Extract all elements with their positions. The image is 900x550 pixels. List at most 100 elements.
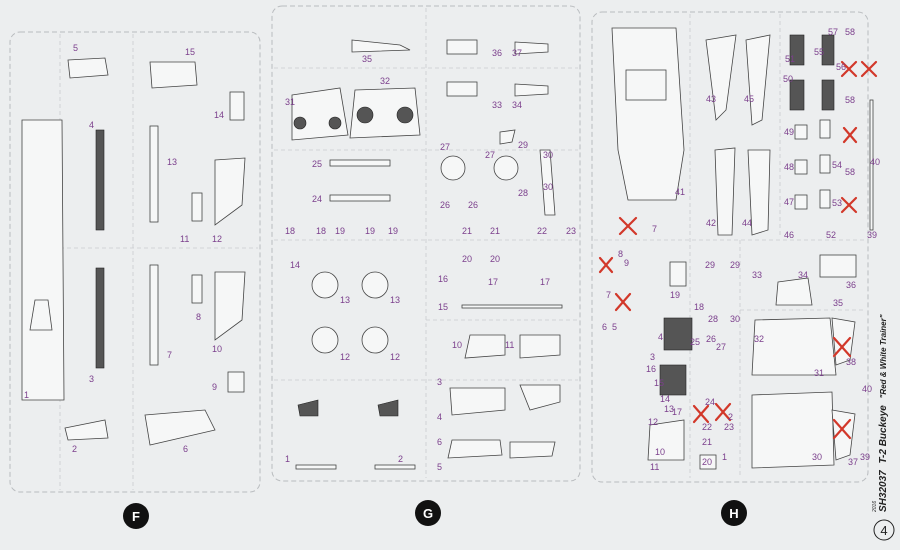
part-h31[interactable] — [751, 317, 837, 376]
part-f13[interactable] — [149, 125, 159, 223]
part-label: 20 — [462, 254, 472, 264]
part-h34[interactable] — [775, 277, 813, 306]
part-label: 11 — [180, 234, 189, 244]
part-f6[interactable] — [144, 409, 216, 446]
part-g12[interactable] — [311, 326, 339, 354]
landing-gear-part[interactable] — [297, 399, 319, 417]
part-g27b[interactable] — [493, 155, 519, 181]
part-f2[interactable] — [64, 419, 109, 441]
part-h49[interactable] — [794, 124, 808, 140]
part-h47[interactable] — [794, 194, 808, 210]
part-label: 20 — [702, 457, 712, 467]
part-h20[interactable] — [699, 454, 717, 470]
landing-gear-part[interactable] — [377, 399, 399, 417]
sprue-f-frame — [9, 31, 261, 493]
part-label: 46 — [784, 230, 794, 240]
part-g35[interactable] — [351, 39, 411, 53]
part-label: 35 — [833, 298, 843, 308]
part-label: 9 — [212, 382, 217, 392]
model-name: T-2 Buckeye — [878, 405, 889, 464]
part-g34[interactable] — [514, 83, 549, 97]
part-label: 19 — [388, 226, 398, 236]
part-label: 21 — [702, 437, 712, 447]
part-label: 30 — [543, 150, 553, 160]
part-h41[interactable] — [611, 27, 685, 201]
part-h19[interactable] — [669, 261, 687, 287]
part-g6[interactable] — [447, 439, 503, 459]
part-g12b[interactable] — [361, 326, 389, 354]
part-h43[interactable] — [705, 34, 737, 121]
part-f14[interactable] — [229, 91, 245, 121]
part-g32[interactable] — [349, 87, 421, 139]
part-g25[interactable] — [329, 159, 391, 167]
part-g30[interactable] — [539, 149, 556, 216]
part-f7[interactable] — [149, 264, 159, 366]
part-label: 22 — [702, 422, 712, 432]
part-g1[interactable] — [295, 464, 337, 470]
part-h51[interactable] — [789, 34, 805, 66]
part-label: 45 — [744, 94, 754, 104]
part-h36[interactable] — [819, 254, 857, 278]
part-g11[interactable] — [519, 334, 561, 359]
part-h30[interactable] — [751, 391, 835, 469]
part-g31[interactable] — [291, 87, 349, 141]
part-g13b[interactable] — [361, 271, 389, 299]
part-label: 1 — [722, 452, 727, 462]
part-h42[interactable] — [714, 147, 736, 236]
instrument-panel[interactable] — [663, 317, 693, 351]
part-g33[interactable] — [446, 81, 478, 97]
part-h52[interactable] — [819, 189, 831, 209]
part-h48[interactable] — [794, 159, 808, 175]
sprue-h-frame — [591, 11, 869, 483]
part-g37[interactable] — [514, 41, 549, 55]
part-f5[interactable] — [67, 57, 109, 79]
part-f10[interactable] — [214, 271, 246, 341]
part-h53[interactable] — [819, 119, 831, 139]
part-f3[interactable] — [95, 267, 105, 369]
part-label: 28 — [518, 188, 528, 198]
part-g16[interactable] — [461, 304, 563, 309]
part-f1[interactable] — [21, 119, 65, 401]
part-h54[interactable] — [819, 154, 831, 174]
wheel-icon — [396, 106, 414, 124]
part-g29[interactable] — [499, 129, 516, 145]
part-h50[interactable] — [789, 79, 805, 111]
part-h37[interactable] — [831, 409, 856, 461]
part-g10[interactable] — [464, 334, 506, 359]
part-label: 26 — [440, 200, 450, 210]
part-h44[interactable] — [747, 149, 771, 236]
instrument-panel[interactable] — [659, 364, 687, 396]
page-number: 4 — [880, 523, 887, 538]
part-h40[interactable] — [869, 99, 874, 231]
part-h55[interactable] — [821, 34, 835, 66]
part-label: 39 — [860, 452, 870, 462]
part-label: 24 — [705, 397, 715, 407]
part-g2[interactable] — [374, 464, 416, 470]
part-f8[interactable] — [191, 274, 203, 304]
part-label: 13 — [390, 295, 400, 305]
part-label: 34 — [798, 270, 808, 280]
part-h10[interactable] — [647, 419, 685, 461]
part-label: 18 — [316, 226, 326, 236]
part-g24[interactable] — [329, 194, 391, 202]
part-g3[interactable] — [449, 387, 506, 416]
part-g13[interactable] — [311, 271, 339, 299]
part-label: 43 — [706, 94, 716, 104]
part-f9[interactable] — [227, 371, 245, 393]
part-f4[interactable] — [95, 129, 105, 231]
part-g36[interactable] — [446, 39, 478, 55]
part-label: 6 — [602, 322, 607, 332]
wheel-icon — [328, 116, 342, 130]
part-label: 16 — [646, 364, 656, 374]
part-h56[interactable] — [821, 79, 835, 111]
part-label: 27 — [716, 342, 726, 352]
part-label: 40 — [862, 384, 872, 394]
part-h45[interactable] — [745, 34, 771, 126]
part-label: 38 — [846, 357, 856, 367]
part-g4[interactable] — [519, 384, 561, 411]
part-f15[interactable] — [149, 61, 198, 89]
part-g27[interactable] — [440, 155, 466, 181]
part-f12[interactable] — [214, 157, 246, 226]
part-g5[interactable] — [509, 441, 556, 459]
part-f11[interactable] — [191, 192, 203, 222]
